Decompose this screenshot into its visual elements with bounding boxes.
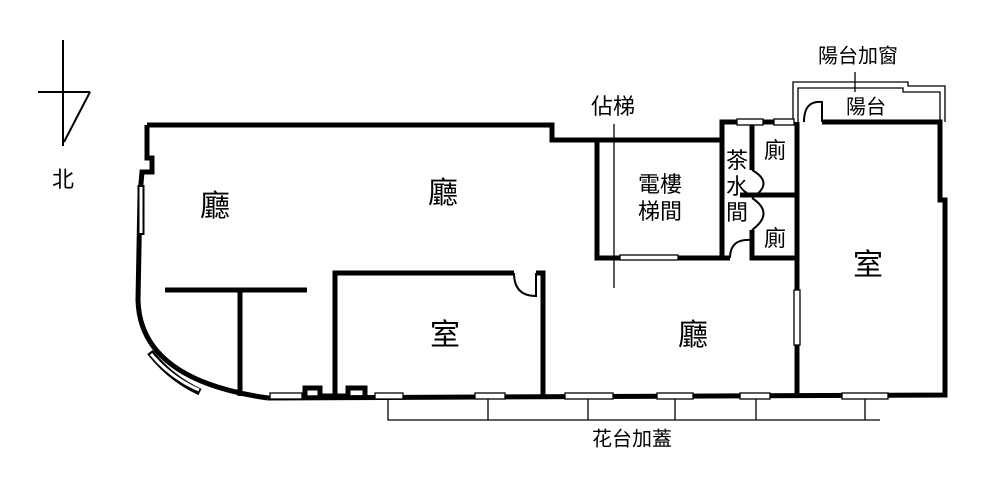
planter-dimension-line — [387, 399, 880, 421]
door-arc — [513, 272, 537, 298]
north-arrow-icon — [38, 40, 91, 146]
door-arc — [803, 100, 823, 123]
occupied-stairs-label: 佔梯 — [591, 95, 635, 120]
balcony-inner-outline — [797, 87, 941, 122]
room-center-label: 室 — [430, 318, 460, 353]
door-arc — [729, 238, 753, 259]
window — [474, 392, 506, 400]
pantry-label-1: 茶 — [726, 149, 748, 174]
elevator-label-2: 梯間 — [638, 200, 682, 225]
window — [656, 392, 694, 400]
window — [269, 392, 303, 400]
window — [619, 254, 679, 261]
hall-bottom-label: 廳 — [678, 318, 708, 353]
toilet-bottom-label: 廁 — [764, 227, 786, 252]
hall-left-label: 廳 — [200, 189, 230, 224]
window — [793, 289, 801, 346]
balcony-outline — [792, 81, 946, 122]
hall-center-label: 廳 — [428, 176, 458, 211]
north-label: 北 — [52, 168, 74, 193]
elevator-label-1: 電樓 — [638, 173, 682, 198]
window — [149, 353, 200, 392]
window — [736, 118, 764, 126]
exterior-wall — [135, 119, 948, 401]
windows — [269, 118, 889, 400]
pantry-label-3: 間 — [726, 201, 748, 226]
room-right-label: 室 — [853, 248, 883, 283]
toilet-top-label: 廁 — [764, 139, 786, 164]
pantry-label-2: 水 — [726, 175, 748, 200]
window — [773, 118, 795, 126]
window — [841, 392, 889, 400]
window — [564, 392, 614, 400]
planter-label: 花台加蓋 — [592, 427, 672, 451]
window — [739, 392, 771, 400]
door-arc — [751, 169, 765, 231]
interior-wall — [165, 122, 800, 399]
window — [374, 392, 404, 400]
balcony-label: 陽台 — [846, 95, 886, 119]
balcony-window-label: 陽台加窗 — [818, 44, 898, 68]
